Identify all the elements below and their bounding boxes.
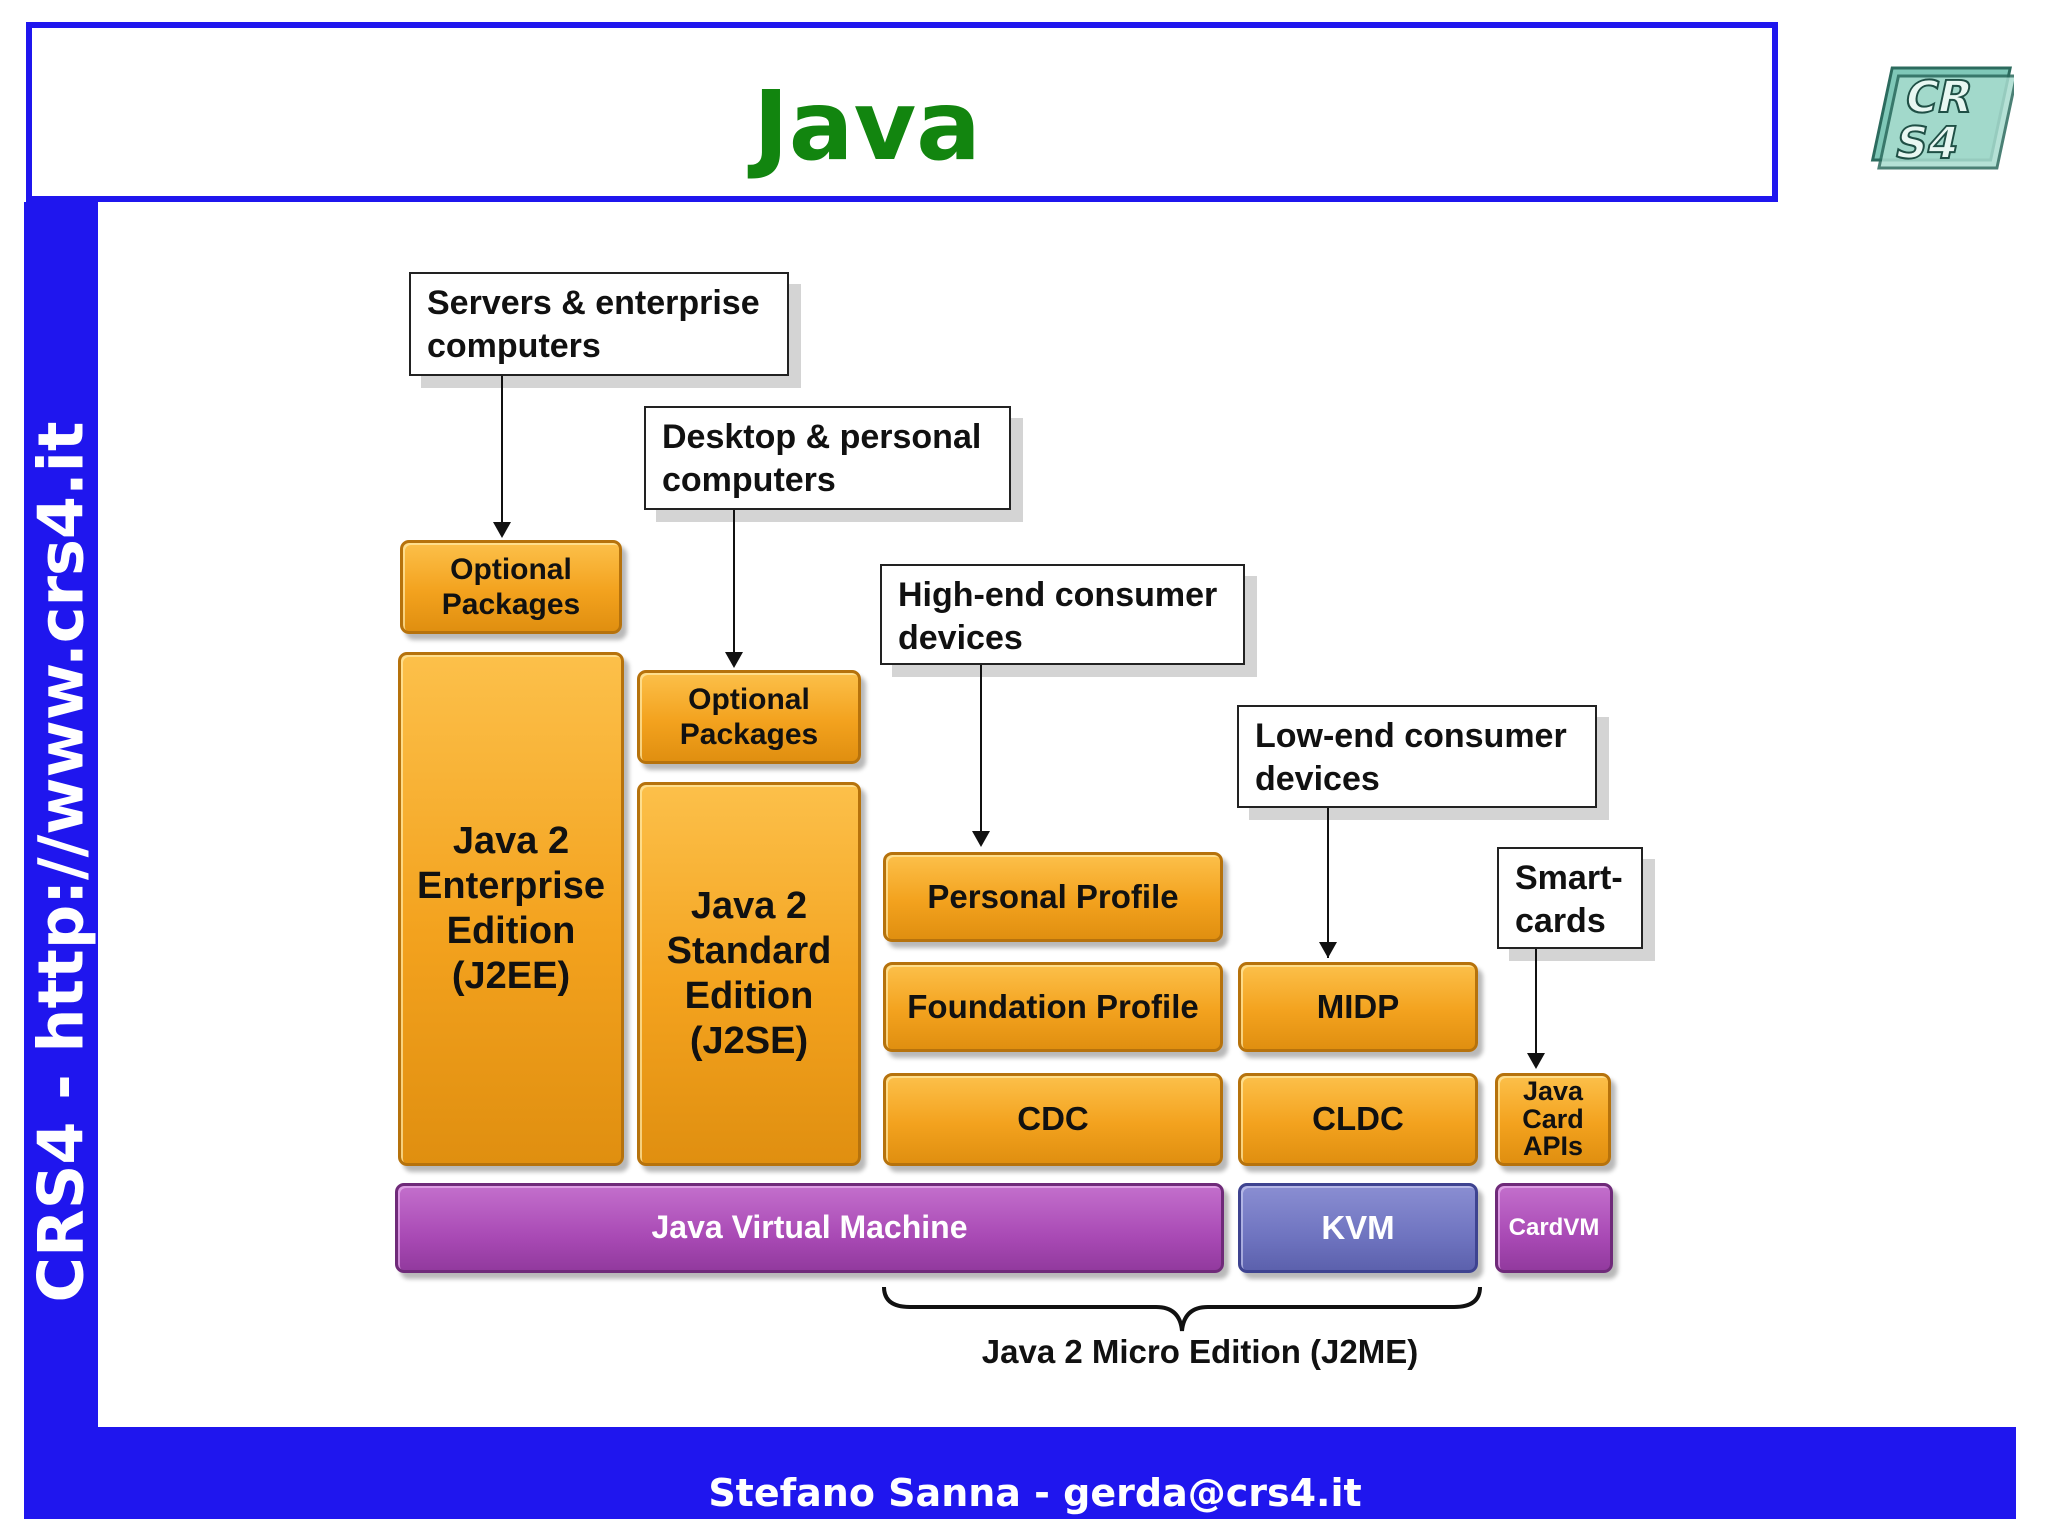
callout-servers: Servers & enterprise computers [409, 272, 789, 376]
cdc-block: CDC [883, 1073, 1223, 1166]
slide-title: Java [753, 70, 981, 182]
foundation-profile-block: Foundation Profile [883, 962, 1223, 1052]
callout-desktop: Desktop & personal computers [644, 406, 1011, 510]
arrow-low-end-head [1319, 942, 1337, 958]
arrow-servers-head [493, 522, 511, 538]
svg-text:CR: CR [1901, 72, 1978, 122]
jvm-block: Java Virtual Machine [395, 1183, 1224, 1273]
svg-text:S4: S4 [1891, 118, 1964, 168]
optional-packages-j2se: Optional Packages [637, 670, 861, 764]
arrow-desktop-head [725, 652, 743, 668]
optional-packages-j2ee: Optional Packages [400, 540, 622, 634]
kvm-block: KVM [1238, 1183, 1478, 1273]
arrow-smartcards-line [1535, 949, 1537, 1053]
j2se-block: Java 2 Standard Edition (J2SE) [637, 782, 861, 1166]
callout-high-end: High-end consumer devices [880, 564, 1245, 665]
cldc-block: CLDC [1238, 1073, 1478, 1166]
personal-profile-block: Personal Profile [883, 852, 1223, 942]
footer-bar: Stefano Sanna - gerda@crs4.it [24, 1427, 2016, 1519]
j2ee-block: Java 2 Enterprise Edition (J2EE) [398, 652, 624, 1166]
crs4-logo: CR S4 [1870, 66, 2014, 170]
arrow-high-end-head [972, 831, 990, 847]
arrow-smartcards-head [1527, 1053, 1545, 1069]
java-card-apis-block: Java Card APIs [1495, 1073, 1611, 1166]
footer-text: Stefano Sanna - gerda@crs4.it [708, 1471, 1362, 1515]
arrow-desktop-line [733, 510, 735, 652]
callout-low-end: Low-end consumer devices [1237, 705, 1597, 808]
cardvm-block: CardVM [1495, 1183, 1613, 1273]
j2me-label: Java 2 Micro Edition (J2ME) [981, 1333, 1419, 1370]
arrow-low-end-line [1327, 808, 1329, 958]
callout-smartcards: Smart- cards [1497, 847, 1643, 949]
side-url-text: CRS4 - http://www.crs4.it [24, 421, 98, 1303]
left-side-bar [24, 202, 98, 1519]
j2me-brace [882, 1286, 1482, 1332]
midp-block: MIDP [1238, 962, 1478, 1052]
arrow-high-end-line [980, 665, 982, 831]
arrow-servers-line [501, 376, 503, 522]
title-box: Java [26, 22, 1778, 202]
